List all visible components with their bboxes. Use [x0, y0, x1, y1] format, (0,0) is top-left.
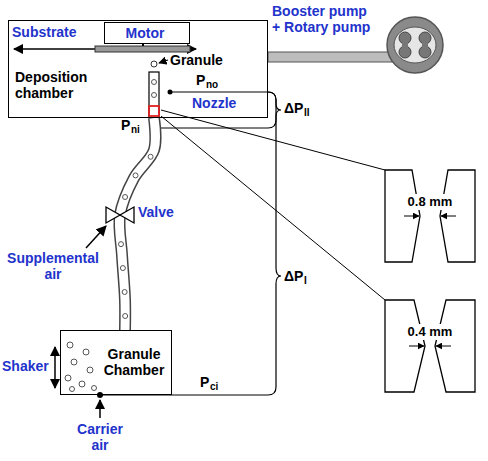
pressure-symbol: ΔP	[284, 268, 303, 284]
dimension-label: 0.4 mm	[404, 324, 456, 340]
part-label: Nozzle	[192, 95, 236, 111]
dimension-arrow	[436, 346, 451, 347]
pump-cavity	[394, 27, 436, 63]
pressure-subscript: II	[304, 107, 310, 119]
air-arrow	[86, 226, 106, 248]
pressure-subscript: no	[206, 79, 218, 91]
granule-particle	[123, 195, 128, 200]
rotor-waist	[402, 38, 408, 52]
leader-arrow	[159, 60, 168, 63]
granule-particle	[152, 80, 157, 85]
substrate-plate	[95, 46, 190, 52]
pipe-bore	[119, 118, 155, 330]
node-title: Motor	[105, 25, 185, 41]
pressure-subscript: I	[304, 275, 307, 287]
pressure-symbol: P	[200, 374, 209, 390]
pump-symbol	[387, 17, 443, 73]
granule-particle	[120, 266, 125, 271]
part-label: Granule	[170, 52, 223, 68]
granule-particle	[152, 93, 157, 98]
tap-line	[170, 92, 268, 93]
granule-particle	[118, 242, 123, 247]
granule-particle	[67, 342, 73, 348]
granule-pile	[65, 342, 97, 392]
tap-line	[154, 128, 268, 129]
air-arrow	[99, 400, 101, 418]
pressure-symbol: P	[121, 117, 130, 133]
pressure-subscript: ni	[131, 124, 140, 136]
nozzle-wall	[440, 170, 475, 262]
pressure-bracket	[268, 92, 281, 395]
shaker-arrow	[54, 347, 56, 388]
pressure-subscript: ci	[210, 381, 218, 393]
valve-half	[120, 207, 134, 223]
pressure-bracket	[268, 92, 281, 128]
granule-particle	[133, 173, 138, 178]
zoom-line	[161, 116, 385, 300]
valve-symbol	[106, 207, 134, 223]
pipe-wall	[119, 118, 155, 330]
part-label: Shaker	[2, 358, 49, 374]
nozzle-tube	[149, 72, 159, 118]
granule-particle	[83, 349, 89, 355]
granule-particle	[70, 387, 75, 392]
valve-half	[106, 207, 120, 223]
motor-box: Motor	[104, 22, 190, 44]
granule-particle	[151, 61, 157, 67]
dimension-arrow	[409, 346, 424, 347]
granule-particle	[122, 290, 127, 295]
granule-particle	[79, 381, 85, 387]
nozzle-detail	[385, 170, 475, 392]
dimension-label: 0.8 mm	[404, 194, 456, 210]
pump-rotor	[399, 32, 431, 58]
rotor-waist	[422, 38, 428, 52]
dimension-arrows	[404, 216, 456, 346]
granule-particle	[123, 314, 128, 319]
part-label: Supplemental air	[4, 250, 102, 282]
feed-pipe	[118, 118, 155, 330]
granule-particle	[148, 154, 153, 159]
dimension-arrow	[441, 216, 456, 217]
nozzle-throat-marker	[149, 106, 159, 116]
part-label: Valve	[138, 204, 174, 220]
dimension-arrow	[404, 216, 419, 217]
pressure-symbol: ΔP	[284, 100, 303, 116]
pump-housing	[387, 17, 443, 73]
part-label: Substrate	[12, 24, 77, 40]
node-title: Deposition chamber	[15, 69, 107, 101]
granule-particle	[65, 375, 71, 381]
pump-pipe	[268, 52, 392, 62]
nozzle-wall	[435, 300, 475, 392]
part-label: Carrier air	[68, 421, 132, 453]
pump-label: Booster pump + Rotary pump	[272, 3, 375, 35]
granule-particle	[87, 367, 93, 373]
nozzle-wall	[385, 300, 425, 392]
nozzle-wall	[385, 170, 420, 262]
granule-particle	[71, 359, 77, 365]
chamber-box: Granule Chamber	[60, 330, 172, 395]
pressure-symbol: P	[196, 72, 205, 88]
node-title: Granule Chamber	[101, 346, 167, 378]
zoom-line	[161, 110, 385, 170]
granule-particle	[92, 386, 97, 391]
